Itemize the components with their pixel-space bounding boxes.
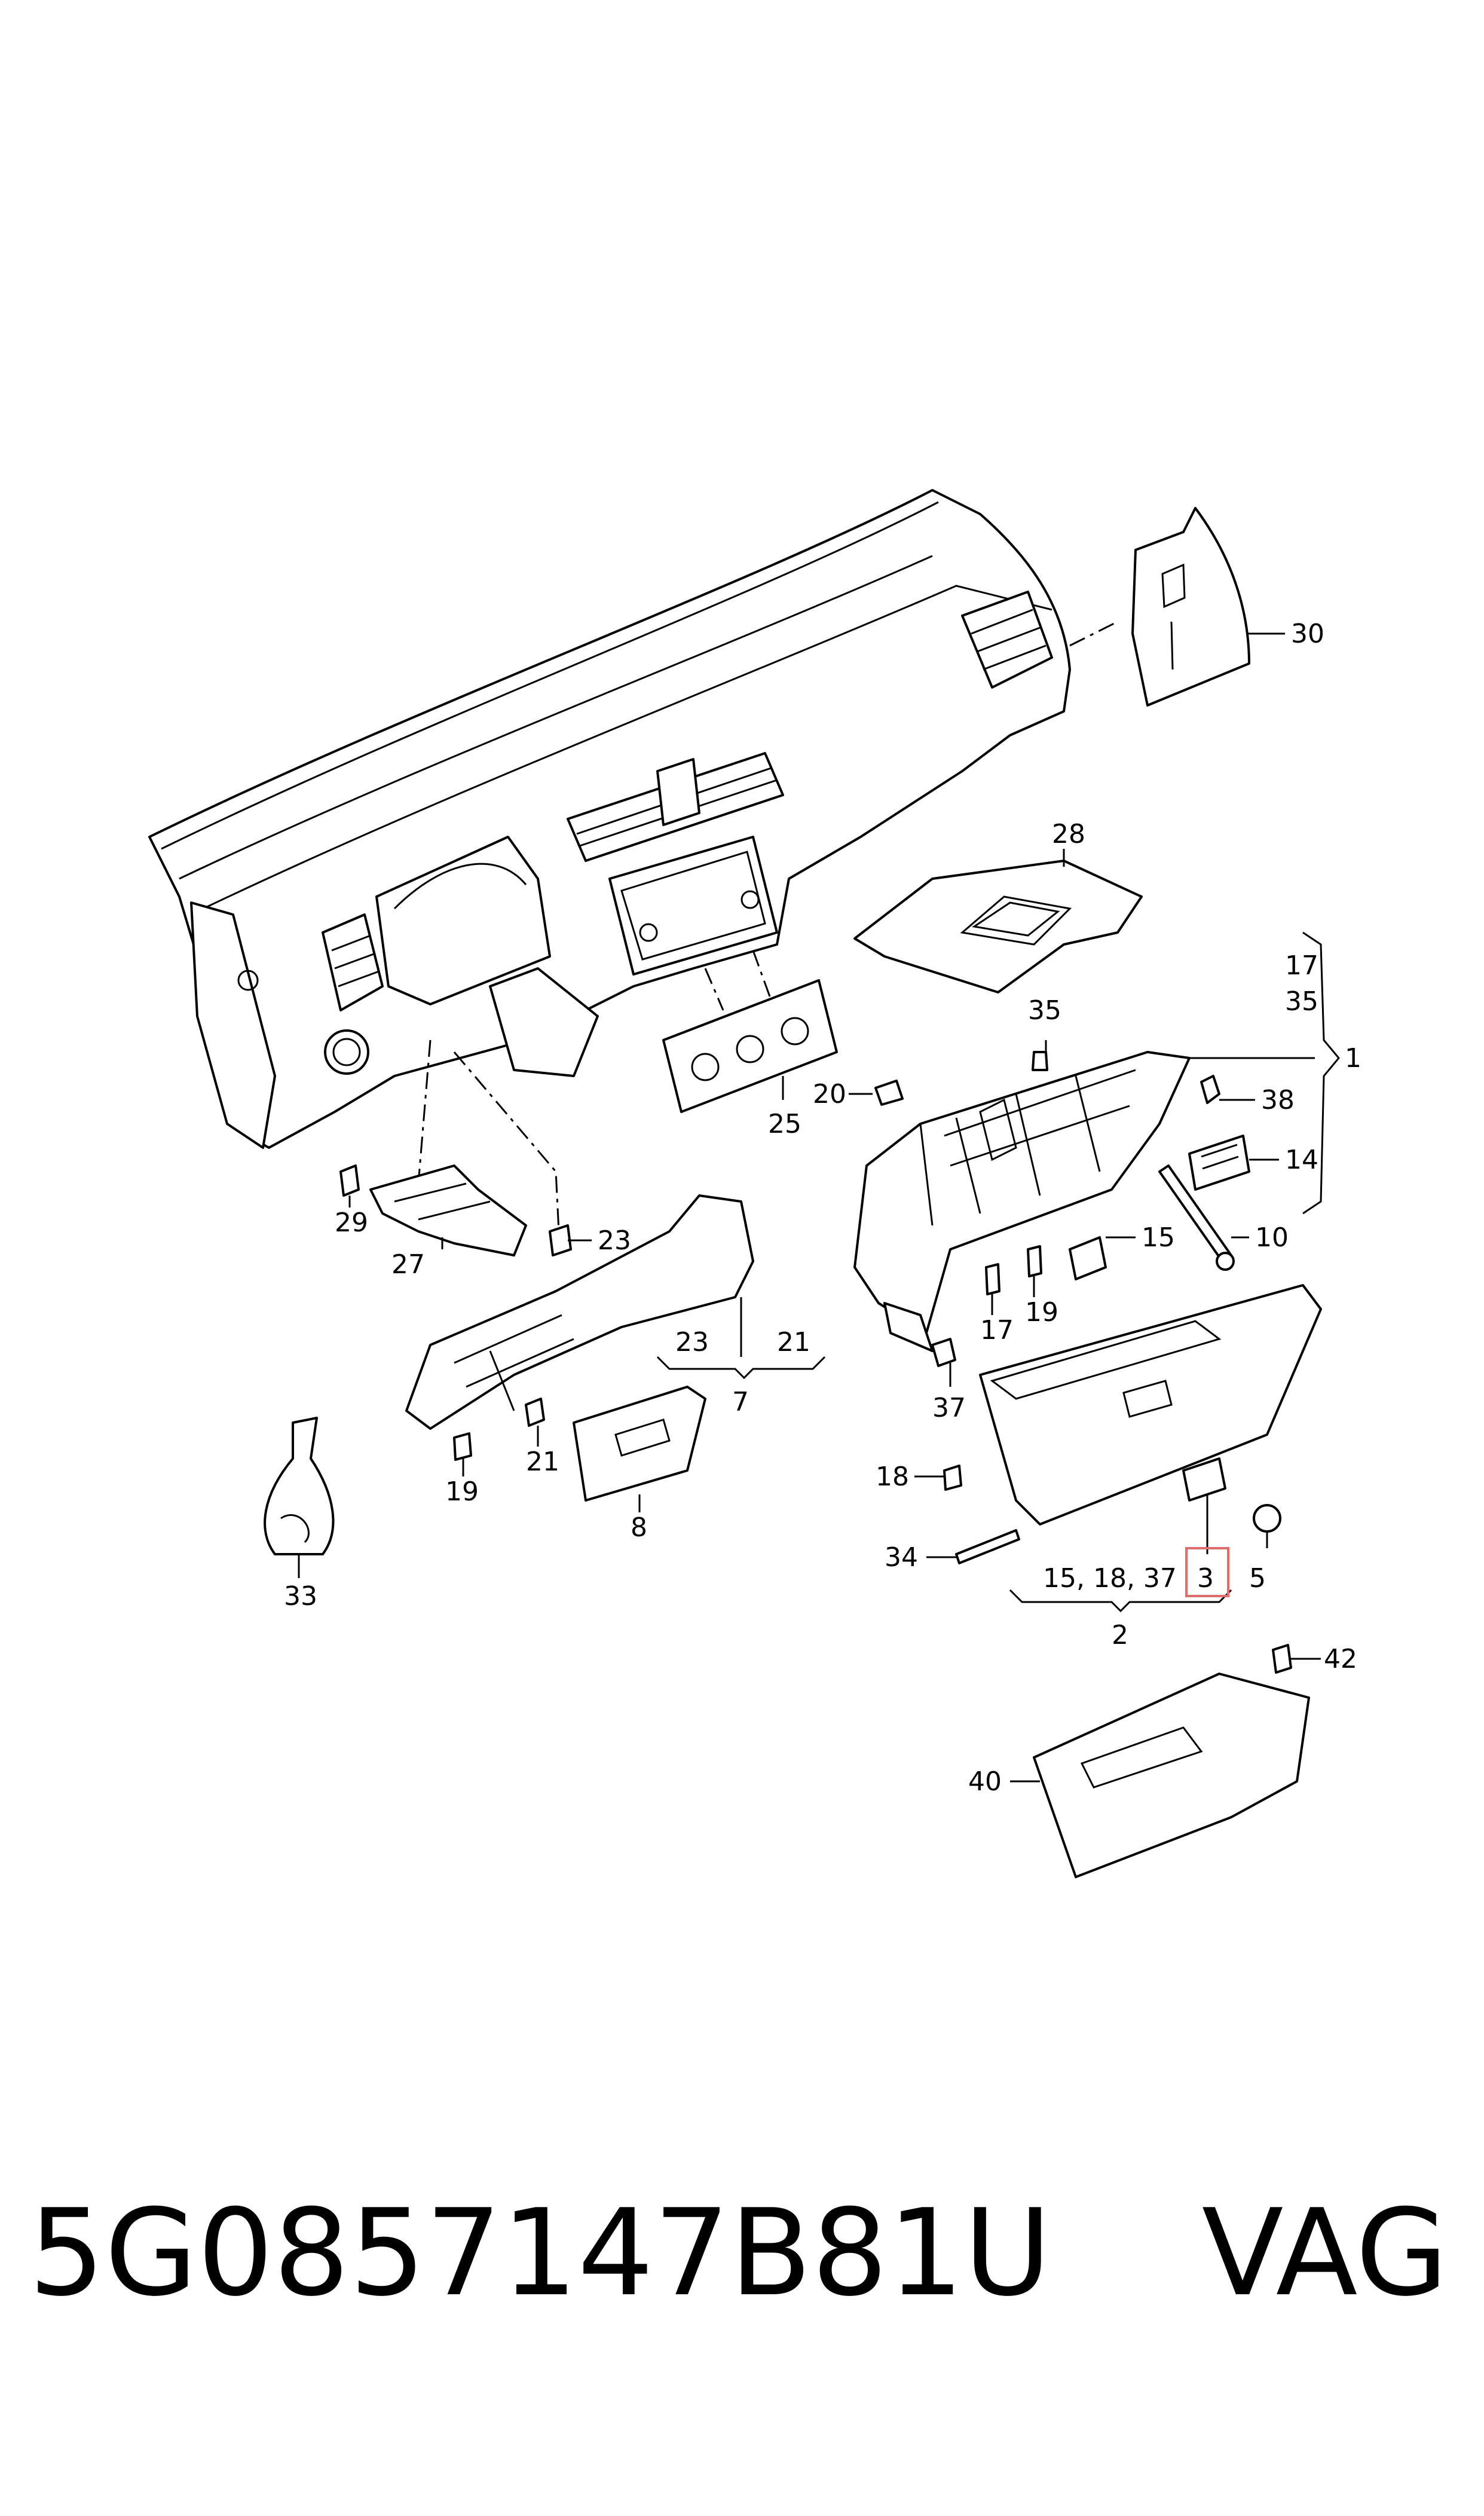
callout-40: 40	[968, 1766, 1002, 1797]
lower-trim-panel	[405, 1194, 754, 1430]
callout-17b: 17	[980, 1315, 1014, 1346]
bracket-15	[1069, 1236, 1107, 1280]
rod-34	[955, 1529, 1020, 1564]
callout-14: 14	[1285, 1145, 1318, 1175]
callout-19b: 19	[445, 1476, 479, 1507]
glove-box-lid	[979, 1284, 1322, 1526]
callout-10: 10	[1255, 1222, 1289, 1253]
tray-cover-part	[853, 860, 1143, 993]
screw-19	[1027, 1245, 1042, 1277]
callout-1: 1	[1345, 1043, 1361, 1074]
bracket-27	[369, 1164, 527, 1257]
screw-19b	[453, 1432, 472, 1461]
callout-23b: 23	[675, 1327, 709, 1358]
clip-35	[1032, 1051, 1048, 1071]
callout-15a: 15	[1142, 1222, 1175, 1253]
callout-3: 3	[1197, 1563, 1214, 1594]
screw-18	[943, 1465, 962, 1491]
clip-29	[339, 1164, 360, 1197]
callout-19a: 19	[1025, 1297, 1058, 1328]
glove-box-housing	[853, 1051, 1191, 1352]
lock-3	[1182, 1457, 1226, 1502]
callout-42: 42	[1324, 1644, 1357, 1674]
dashboard-panel	[148, 489, 1071, 1149]
side-panel-part	[1131, 507, 1250, 707]
callout-27: 27	[391, 1249, 425, 1280]
boot-gaiter	[264, 1417, 335, 1555]
part-number: 5G0857147B81U	[29, 2184, 1052, 2323]
callout-labels: 30 28 17 35 1 35 20 38 14 25 15 10 29 27…	[284, 619, 1361, 1797]
callout-35a: 35	[1285, 986, 1318, 1017]
callout-23a: 23	[598, 1225, 631, 1256]
climate-panel-part	[662, 979, 838, 1113]
brand-name: VAG	[1201, 2184, 1448, 2323]
callout-38: 38	[1261, 1085, 1295, 1115]
screw-17	[985, 1263, 1000, 1295]
callout-28: 28	[1052, 819, 1085, 849]
clip-21b	[525, 1398, 545, 1427]
clip-38	[1200, 1075, 1220, 1104]
callout-21b: 21	[526, 1447, 559, 1477]
callout-7: 7	[732, 1387, 749, 1417]
leader-line	[453, 1051, 560, 1232]
highlighted-callout-box	[1185, 1547, 1229, 1597]
callout-33: 33	[284, 1581, 317, 1612]
callout-30: 30	[1291, 619, 1324, 649]
leader-line	[417, 1040, 432, 1184]
stop-37	[931, 1338, 956, 1367]
callout-25: 25	[768, 1109, 801, 1139]
leader-lines	[298, 632, 1340, 1783]
leader-line	[1069, 620, 1118, 647]
callout-20: 20	[813, 1079, 846, 1109]
callout-17a: 17	[1285, 950, 1318, 981]
storage-box	[1033, 1673, 1310, 1878]
clip-42	[1272, 1644, 1292, 1674]
callout-34: 34	[885, 1542, 918, 1573]
callout-2: 2	[1112, 1620, 1128, 1650]
callout-21a: 21	[777, 1327, 810, 1358]
clip-23	[549, 1224, 572, 1257]
callout-29: 29	[335, 1207, 368, 1238]
leader-line	[704, 968, 724, 1011]
callout-18: 18	[876, 1462, 909, 1492]
storage-compartment	[573, 1386, 706, 1502]
clip-20	[874, 1080, 904, 1106]
callout-37: 37	[932, 1393, 966, 1423]
callout-5: 5	[1249, 1563, 1266, 1594]
callout-8: 8	[631, 1512, 647, 1543]
callout-15b: 15, 18, 37	[1043, 1563, 1177, 1594]
callout-35b: 35	[1028, 995, 1061, 1026]
